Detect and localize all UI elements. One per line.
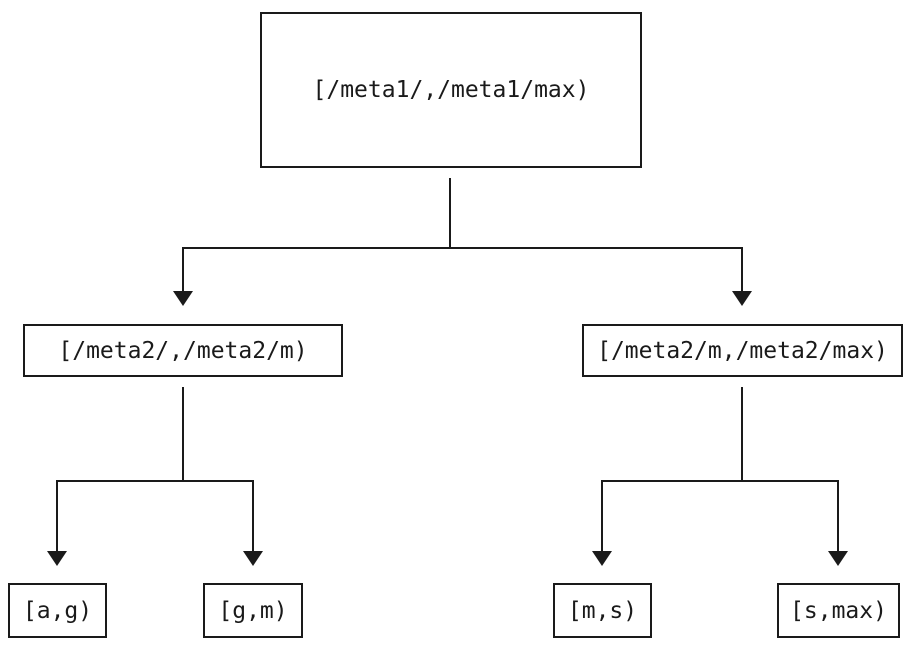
arrow-down-icon bbox=[243, 551, 263, 566]
arrow-down-icon bbox=[828, 551, 848, 566]
node-left-label: [/meta2/,/meta2/m) bbox=[58, 337, 308, 364]
node-leaf-gm-label: [g,m) bbox=[218, 597, 288, 624]
connector-root-to-right bbox=[741, 247, 743, 292]
node-leaf-smax: [s,max) bbox=[777, 583, 900, 638]
node-leaf-ms-label: [m,s) bbox=[567, 597, 638, 624]
node-root-label: [/meta1/,/meta1/max) bbox=[312, 77, 590, 103]
node-leaf-smax-label: [s,max) bbox=[790, 597, 887, 624]
connector-root-branch bbox=[182, 247, 743, 249]
connector-left-branch bbox=[56, 480, 254, 482]
connector-right-to-rightright bbox=[837, 480, 839, 552]
arrow-down-icon bbox=[173, 291, 193, 306]
connector-right-to-rightleft bbox=[601, 480, 603, 552]
node-left: [/meta2/,/meta2/m) bbox=[23, 324, 343, 377]
node-leaf-gm: [g,m) bbox=[203, 583, 303, 638]
connector-root-stem bbox=[449, 178, 451, 248]
node-right: [/meta2/m,/meta2/max) bbox=[582, 324, 903, 377]
arrow-down-icon bbox=[732, 291, 752, 306]
arrow-down-icon bbox=[47, 551, 67, 566]
connector-root-to-left bbox=[182, 247, 184, 292]
node-leaf-ag-label: [a,g) bbox=[22, 597, 93, 624]
connector-left-to-leftleft bbox=[56, 480, 58, 552]
node-leaf-ms: [m,s) bbox=[553, 583, 652, 638]
node-root: [/meta1/,/meta1/max) bbox=[260, 12, 642, 168]
connector-right-stem bbox=[741, 387, 743, 481]
node-leaf-ag: [a,g) bbox=[8, 583, 107, 638]
connector-left-stem bbox=[182, 387, 184, 481]
node-right-label: [/meta2/m,/meta2/max) bbox=[597, 337, 888, 364]
arrow-down-icon bbox=[592, 551, 612, 566]
connector-right-branch bbox=[601, 480, 839, 482]
connector-left-to-leftright bbox=[252, 480, 254, 552]
